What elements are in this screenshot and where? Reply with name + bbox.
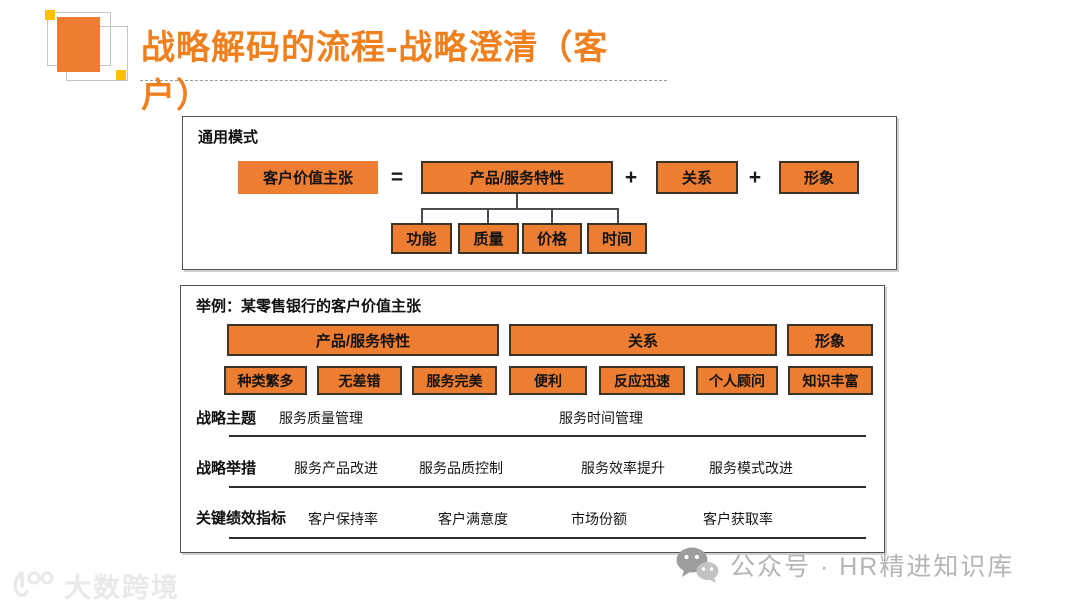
- connector-stub-2: [487, 208, 489, 224]
- example-panel: 举例：某零售银行的客户价值主张 产品/服务特性 关系 形象 种类繁多 无差错 服…: [180, 285, 885, 553]
- strategic-initiative-item: 服务产品改进: [294, 460, 378, 476]
- dashu-kuajing-logo-icon: [13, 570, 54, 597]
- kpi-item: 客户获取率: [703, 511, 773, 527]
- attribute-box-variety: 种类繁多: [224, 366, 307, 395]
- watermark-left-text: 大数跨境: [64, 573, 180, 603]
- title-divider-line: [140, 80, 667, 81]
- attribute-box-no-error: 无差错: [317, 366, 402, 395]
- connector-stub-1: [421, 208, 423, 224]
- strategic-initiative-item: 服务模式改进: [709, 460, 793, 476]
- sub-component-quality-box: 质量: [458, 223, 519, 254]
- deco-gold-square-bottom: [116, 70, 126, 80]
- deco-gold-square-top: [45, 10, 55, 20]
- sub-component-function-box: 功能: [391, 223, 452, 254]
- strategic-initiative-item: 服务效率提升: [581, 460, 665, 476]
- strategic-theme-item: 服务时间管理: [559, 410, 643, 426]
- attribute-box-perfect-service: 服务完美: [412, 366, 497, 395]
- attribute-box-personal-advisor: 个人顾问: [696, 366, 778, 395]
- plus-sign-1: +: [624, 165, 638, 189]
- kpi-underline: [229, 537, 866, 539]
- sub-component-price-box: 价格: [522, 223, 582, 254]
- strategic-initiatives-label: 战略举措: [196, 460, 257, 477]
- sub-component-time-box: 时间: [587, 223, 647, 254]
- equals-sign: =: [390, 165, 404, 189]
- value-proposition-box: 客户价值主张: [238, 161, 378, 194]
- strategic-theme-item: 服务质量管理: [279, 410, 363, 426]
- general-model-label: 通用模式: [198, 129, 259, 146]
- watermark-right-text: 公众号 · HR精进知识库: [730, 553, 1015, 581]
- kpi-item: 市场份额: [571, 511, 627, 527]
- example-label: 举例：某零售银行的客户价值主张: [196, 298, 422, 315]
- general-model-panel: 通用模式 客户价值主张 = 产品/服务特性 + 关系 + 形象 功能 质量 价格…: [182, 116, 897, 270]
- strategic-initiative-item: 服务品质控制: [419, 460, 503, 476]
- component-relationship-box: 关系: [656, 161, 738, 194]
- attribute-box-rich-knowledge: 知识丰富: [788, 366, 873, 395]
- connector-stub-3: [551, 208, 553, 224]
- connector-horizontal: [421, 208, 619, 210]
- strategic-initiatives-underline: [229, 486, 866, 488]
- category-image-box: 形象: [787, 324, 873, 356]
- connector-stub-4: [617, 208, 619, 224]
- strategic-theme-underline: [229, 435, 866, 437]
- attribute-box-convenience: 便利: [509, 366, 587, 395]
- watermark-right: 公众号 · HR精进知识库: [674, 546, 1014, 584]
- component-image-box: 形象: [779, 161, 859, 194]
- attribute-box-quick-response: 反应迅速: [599, 366, 685, 395]
- kpi-label: 关键绩效指标: [196, 510, 287, 527]
- wechat-icon: [676, 547, 719, 583]
- watermark-left: 大数跨境: [12, 566, 180, 605]
- connector-vertical-root: [516, 194, 518, 209]
- slide-title: 战略解码的流程-战略澄清（客户）: [141, 29, 609, 116]
- kpi-item: 客户满意度: [438, 511, 508, 527]
- strategic-theme-label: 战略主题: [196, 410, 257, 427]
- category-product-service-box: 产品/服务特性: [227, 324, 499, 356]
- deco-orange-square: [57, 17, 100, 72]
- kpi-item: 客户保持率: [308, 511, 378, 527]
- plus-sign-2: +: [748, 165, 762, 189]
- component-product-service-box: 产品/服务特性: [421, 161, 613, 194]
- category-relationship-box: 关系: [509, 324, 777, 356]
